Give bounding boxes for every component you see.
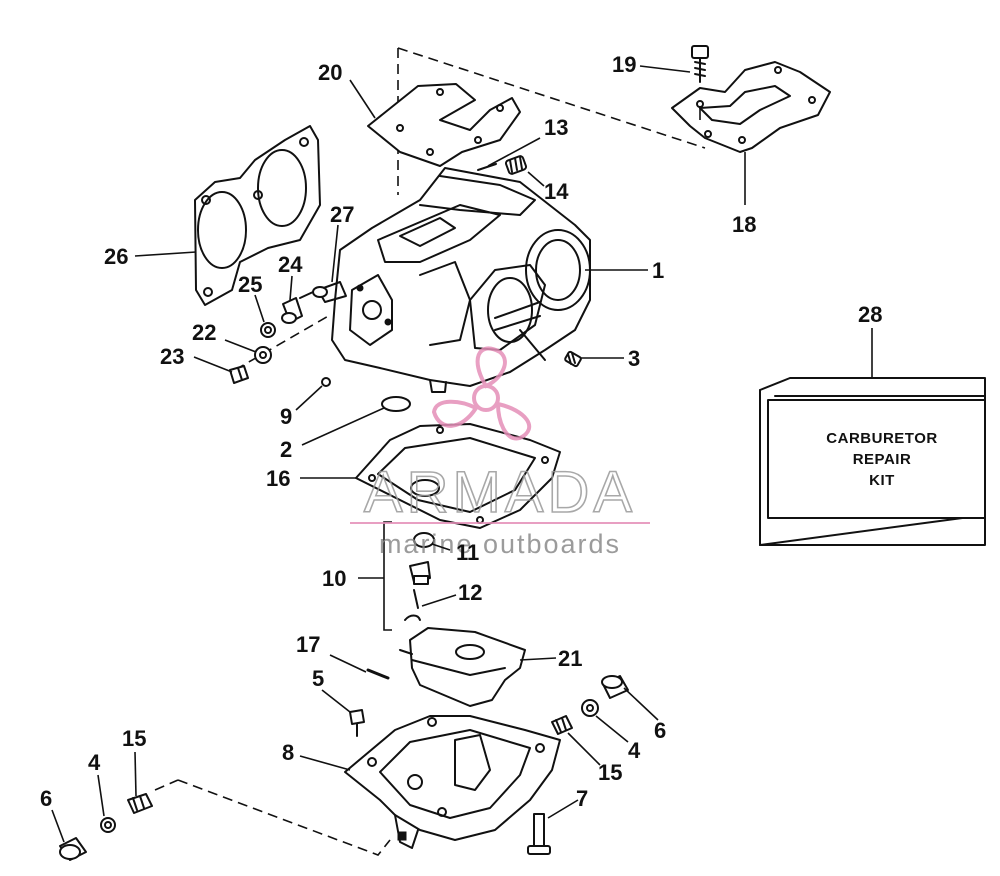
part-2-disc [381,396,411,412]
part-11-seat [409,532,435,585]
label-27: 27 [330,202,354,227]
part-26-gasket [194,125,321,306]
label-13: 13 [544,115,568,140]
label-22: 22 [192,320,216,345]
label-1: 1 [652,258,664,283]
armada-watermark: ARMADA marine outboards [350,346,650,559]
part-12-needle [404,589,421,621]
label-12: 12 [458,580,482,605]
label-16: 16 [266,466,290,491]
label-20: 20 [318,60,342,85]
part-27-fitting [299,286,328,299]
label-21: 21 [558,646,582,671]
part-19-screw [691,45,709,83]
label-6-left: 6 [40,786,52,811]
watermark-brand: ARMADA [364,460,636,525]
kit-label-line1: CARBURETOR [826,430,937,447]
leader-lines [51,65,873,843]
label-17: 17 [296,632,320,657]
label-10: 10 [322,566,346,591]
part-5-screw [349,709,365,737]
label-14: 14 [544,179,569,204]
kit-label-line3: KIT [869,472,895,489]
label-3: 3 [628,346,640,371]
part-1-carburetor-body [317,167,591,393]
label-11: 11 [456,540,479,565]
part-9-ball [321,377,331,387]
part-4-washer-left [100,817,116,833]
part-13-pin [477,163,497,171]
watermark-tagline: marine outboards [379,529,621,559]
part-6-plug-left [59,837,87,861]
propeller-logo [431,346,532,441]
kit-label-line2: REPAIR [853,451,912,468]
label-18: 18 [732,212,756,237]
part-22-washer [254,346,272,364]
label-7: 7 [576,786,588,811]
part-15-jet-left [127,793,153,814]
part-20-cover [367,83,521,167]
part-15-jet-right [551,715,573,735]
label-6-right: 6 [654,718,666,743]
part-17-pin [366,668,390,680]
part-8-float-bowl [344,715,561,849]
part-14-screw [504,155,528,175]
label-23: 23 [160,344,184,369]
label-24: 24 [278,252,303,277]
part-6-plug-right [601,675,629,699]
part-18-cover [671,61,831,153]
label-15-left: 15 [122,726,146,751]
part-16-gasket [355,423,561,529]
part-3-screw [564,350,582,368]
part-7-bolt [527,813,551,855]
part-24-plug [281,297,303,324]
part-25-washer [260,322,276,338]
part-21-float [399,627,526,707]
part-23-screw [229,365,249,384]
label-4-right: 4 [628,738,641,763]
label-26: 26 [104,244,128,269]
label-28: 28 [858,302,882,327]
label-5: 5 [312,666,324,691]
label-9: 9 [280,404,292,429]
label-4-left: 4 [88,750,101,775]
label-15-right: 15 [598,760,622,785]
label-19: 19 [612,52,636,77]
label-25: 25 [238,272,262,297]
callout-labels: 1 2 3 9 16 10 11 12 13 14 19 18 20 26 27… [40,52,882,811]
part-28-repair-kit-box: CARBURETOR REPAIR KIT [759,377,986,546]
label-2: 2 [280,437,292,462]
part-4-washer-right [581,699,599,717]
label-8: 8 [282,740,294,765]
